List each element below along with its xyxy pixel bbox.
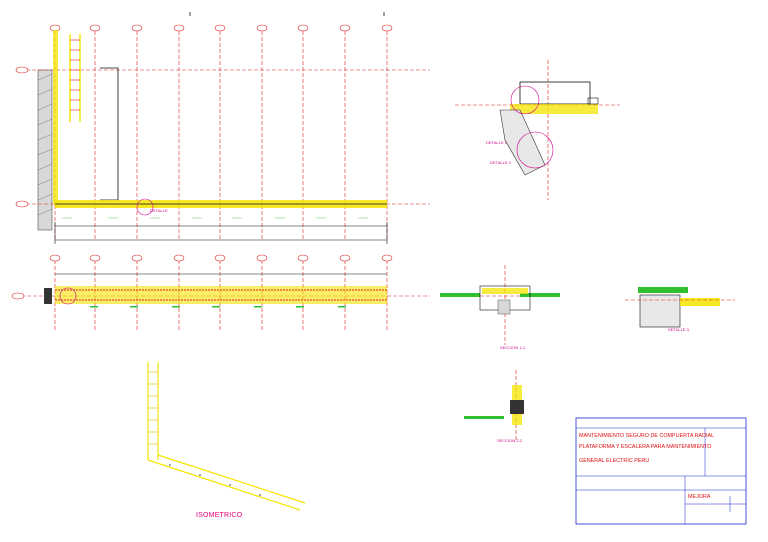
svg-text:DETALLE: DETALLE bbox=[150, 208, 168, 213]
detail-view-3 bbox=[625, 287, 735, 328]
detail-view-1 bbox=[455, 60, 620, 200]
elevation-view bbox=[11, 254, 430, 330]
title-block bbox=[575, 417, 747, 525]
section-view-1 bbox=[440, 265, 560, 345]
section-label-2: SECCION 2-2 bbox=[497, 438, 523, 443]
detail-label-2: DETALLE 2 bbox=[490, 160, 511, 165]
title-block-project-line-2: PLATAFORMA Y ESCALERA PARA MANTENIMIENTO bbox=[579, 444, 712, 450]
plan-view: DETALLE bbox=[15, 12, 430, 244]
title-block-status: MEJORA bbox=[688, 494, 711, 500]
section-view-2 bbox=[464, 370, 524, 440]
detail-label-3: DETALLE 3 bbox=[668, 327, 689, 332]
title-block-project-line-1: MANTENIMIENTO SEGURO DE COMPUERTA RADIAL bbox=[579, 433, 715, 439]
detail-label-1: DETALLE 1 bbox=[486, 140, 507, 145]
title-block-client: GENERAL ELECTRIC PERU bbox=[579, 458, 650, 464]
isometric-view bbox=[147, 362, 306, 511]
isometric-label: ISOMETRICO bbox=[196, 512, 243, 519]
section-label-1: SECCION 1-1 bbox=[500, 345, 526, 350]
